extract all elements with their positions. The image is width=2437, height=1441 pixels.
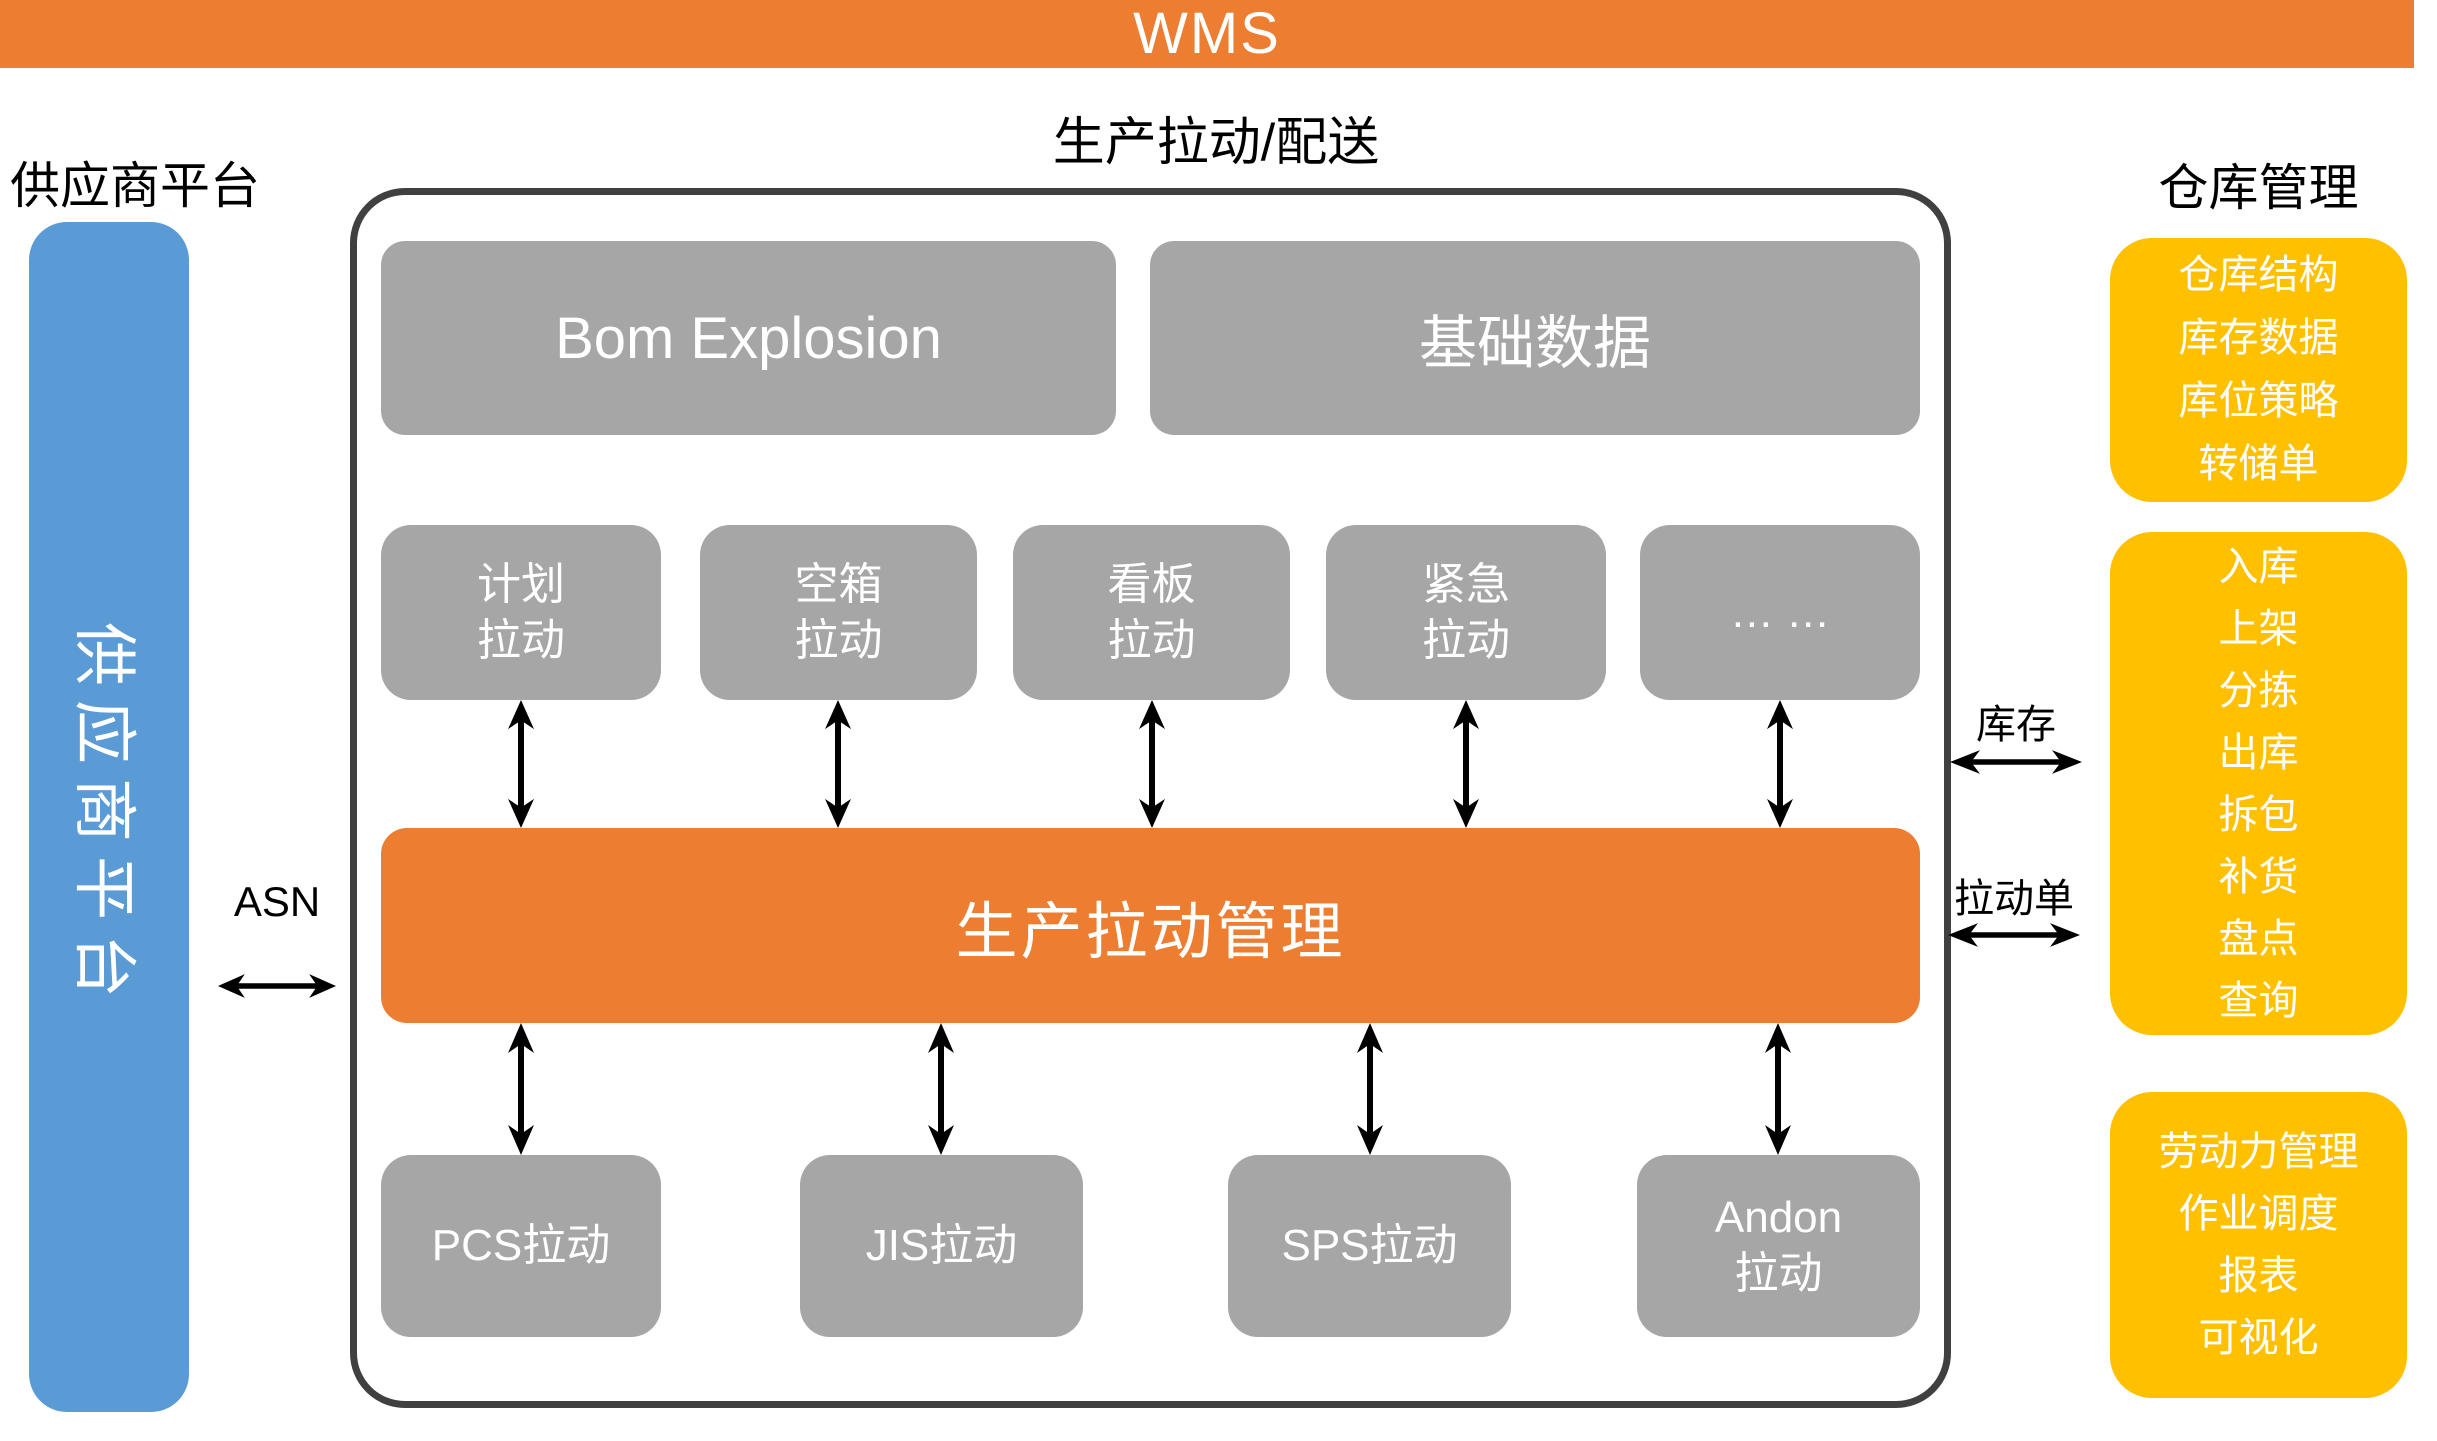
supplier-platform-bar: 供应商平台 — [29, 222, 189, 1412]
inventory-label: 库存 — [1976, 703, 2056, 747]
inventory-double-arrow-icon — [1950, 742, 2082, 782]
double-arrow-icon — [816, 700, 860, 828]
pull-type-box-kanban: 看板 拉动 — [1013, 525, 1290, 700]
double-arrow-icon — [1756, 1023, 1800, 1155]
base-data-box: 基础数据 — [1150, 241, 1920, 435]
production-pull-container — [350, 188, 1951, 1408]
pull-order-label: 拉动单 — [1954, 877, 2074, 921]
wms-banner: WMS — [0, 0, 2414, 68]
exec-box-jis: JIS拉动 — [800, 1155, 1083, 1337]
double-arrow-icon — [1348, 1023, 1392, 1155]
bom-explosion-box: Bom Explosion — [381, 241, 1116, 435]
exec-box-sps: SPS拉动 — [1228, 1155, 1511, 1337]
supplier-platform-bar-text: 供应商平台 — [68, 622, 140, 1012]
pull-type-box-plan: 计划 拉动 — [381, 525, 661, 700]
double-arrow-icon — [1758, 700, 1802, 828]
wms-title: WMS — [1133, 1, 1281, 66]
pull-type-box-empty-box: 空箱 拉动 — [700, 525, 977, 700]
labor-management-box: 劳动力管理 作业调度 报表 可视化 — [2110, 1092, 2407, 1398]
production-pull-label: 生产拉动/配送 — [1052, 114, 1380, 172]
production-pull-management-bar: 生产拉动管理 — [381, 828, 1920, 1023]
warehouse-management-label: 仓库管理 — [2158, 160, 2359, 216]
supplier-platform-label: 供应商平台 — [10, 158, 260, 214]
pull-type-box-more: … … — [1640, 525, 1920, 700]
warehouse-structure-box: 仓库结构 库存数据 库位策略 转储单 — [2110, 238, 2407, 502]
double-arrow-icon — [1444, 700, 1488, 828]
pull-order-double-arrow-icon — [1948, 915, 2080, 955]
double-arrow-icon — [1130, 700, 1174, 828]
double-arrow-icon — [919, 1023, 963, 1155]
exec-box-pcs: PCS拉动 — [381, 1155, 661, 1337]
base-data-text: 基础数据 — [1418, 311, 1651, 376]
bom-explosion-text: Bom Explosion — [555, 305, 942, 371]
double-arrow-icon — [499, 1023, 543, 1155]
warehouse-operations-box: 入库 上架 分拣 出库 拆包 补货 盘点 查询 — [2110, 532, 2407, 1035]
production-pull-management-text: 生产拉动管理 — [955, 897, 1346, 967]
asn-double-arrow-icon — [218, 966, 336, 1006]
pull-type-box-urgent: 紧急 拉动 — [1326, 525, 1606, 700]
double-arrow-icon — [499, 700, 543, 828]
asn-label: ASN — [233, 878, 321, 925]
exec-box-andon: Andon 拉动 — [1637, 1155, 1920, 1337]
